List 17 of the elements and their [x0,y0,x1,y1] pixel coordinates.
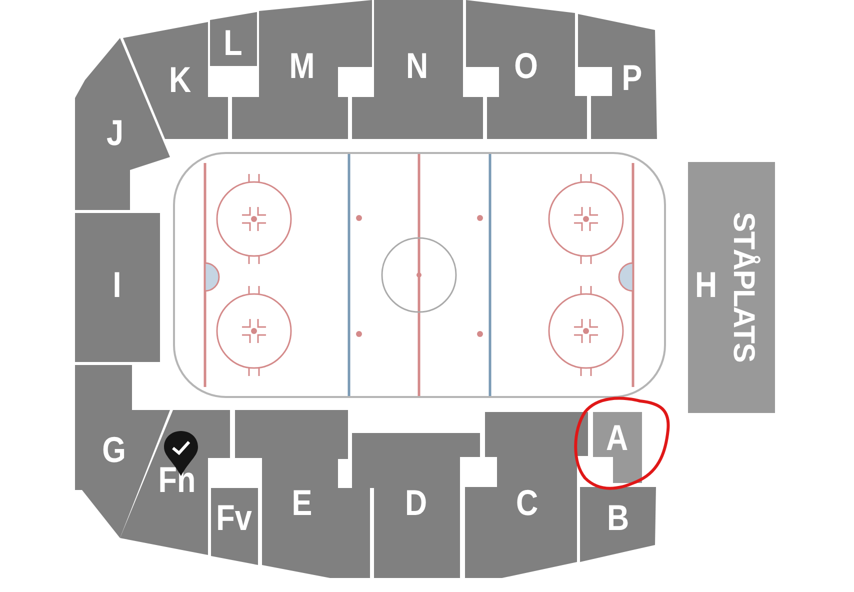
section-label: O [514,48,538,84]
section-label: I [112,267,122,303]
section-label: Fv [216,500,252,536]
section-label: A [606,420,628,456]
section-note: STÅPLATS [728,212,758,362]
section-label: E [292,485,312,521]
section-label: C [516,485,538,521]
section-label: B [606,500,630,536]
section-label: P [622,60,642,96]
section-label: H [694,267,718,303]
section-label: G [102,432,126,468]
section-label: D [404,485,428,521]
section-label: L [224,25,242,61]
section-label: K [168,62,192,98]
section-label: J [106,115,124,151]
section-label: N [406,48,428,84]
section-label: M [289,48,315,84]
